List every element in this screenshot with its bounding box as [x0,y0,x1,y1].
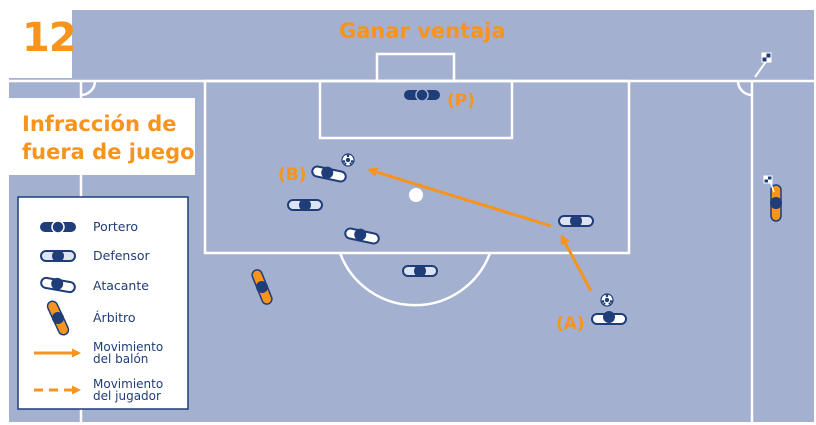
attacker-icon [311,165,347,183]
number-panel [0,0,72,78]
label-b: (B) [278,165,307,185]
topic-line-1: Infracción de [22,112,177,136]
legend-panel [17,196,189,410]
figure-number: 12 [22,15,77,61]
legend-ball-movement: Movimiento del balón [93,341,163,365]
corner-flag-icon [754,52,772,78]
topic-panel [0,98,195,175]
topic-line-2: fuera de juego [22,140,195,164]
legend-player-movement-line1: Movimiento [93,377,164,391]
attacker-icon [40,276,76,294]
ball-movement-arrow [367,167,552,228]
penalty-spot [409,188,423,202]
attacker-icon [344,227,380,245]
ball-icon [341,153,355,167]
legend-referee: Árbitro [93,310,136,325]
goalkeeper-icon [40,220,76,234]
attacker-icon [591,311,627,325]
goalkeeper-icon [404,88,440,102]
defender-icon [287,199,323,211]
defender-icon [40,250,76,262]
assistant-flag-icon [763,175,775,193]
defender-icon [558,215,594,227]
legend-goalkeeper: Portero [93,219,138,234]
figure-topic: Infracción de fuera de juego [22,110,195,166]
referee-icon [46,300,70,336]
label-p: (P) [447,91,475,111]
label-a: (A) [556,314,585,334]
ball-movement-arrow [560,234,593,292]
ball-icon [600,293,614,307]
defender-icon [402,265,438,277]
legend-ball-movement-line1: Movimiento [93,340,164,354]
referee-icon [251,269,273,305]
legend-player-movement: Movimiento del jugador [93,378,163,402]
legend-attacker: Atacante [93,278,149,293]
legend-defender: Defensor [93,248,150,263]
referee-icon [770,184,782,222]
legend-player-movement-line2: del jugador [93,389,161,403]
legend-ball-movement-line2: del balón [93,352,149,366]
figure-title: Ganar ventaja [339,19,506,43]
